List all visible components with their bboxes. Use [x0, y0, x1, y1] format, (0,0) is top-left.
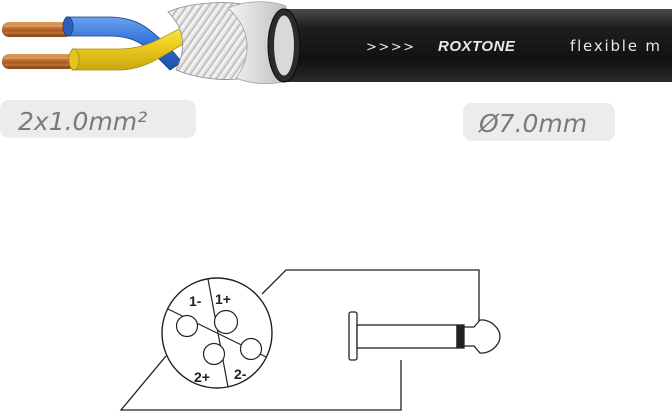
jack-plug	[348, 311, 501, 361]
jack-tip	[463, 319, 501, 354]
svg-text:2x1.0mm²: 2x1.0mm²	[18, 107, 147, 136]
svg-text:Ø7.0mm: Ø7.0mm	[478, 109, 587, 138]
jack-sleeve	[356, 324, 458, 349]
cable: >>>> ROXTONE flexible m	[2, 1, 672, 84]
speakon-connector: 1- 1+ 2+ 2-	[161, 277, 273, 389]
copper-conductor-top	[2, 22, 72, 37]
wiring-diagram	[119, 269, 480, 411]
pin-1-plus	[213, 309, 239, 335]
braided-shield	[167, 2, 263, 80]
jacket-arrows: >>>>	[366, 40, 416, 55]
wire-top	[261, 269, 480, 326]
copper-conductor-bottom	[2, 54, 76, 69]
pin-2-plus	[202, 342, 226, 366]
jack-flange	[348, 311, 358, 361]
blue-conductor	[65, 16, 183, 71]
label-2-plus: 2+	[194, 369, 210, 385]
outer-jacket	[267, 8, 672, 83]
label-1-minus: 1-	[189, 293, 202, 309]
pin-2-minus	[239, 337, 263, 361]
brand-logo: ROXTONE	[438, 38, 516, 55]
label-1-plus: 1+	[215, 291, 231, 307]
pin-1-minus	[175, 314, 199, 338]
wire-bottom	[119, 355, 402, 411]
spec-badge-diameter: Ø7.0mm	[463, 103, 615, 141]
label-2-minus: 2-	[234, 366, 247, 382]
jack-insulator	[456, 324, 465, 349]
jacket-description: flexible m	[570, 37, 662, 55]
spec-badge-conductors: 2x1.0mm²	[0, 100, 196, 138]
